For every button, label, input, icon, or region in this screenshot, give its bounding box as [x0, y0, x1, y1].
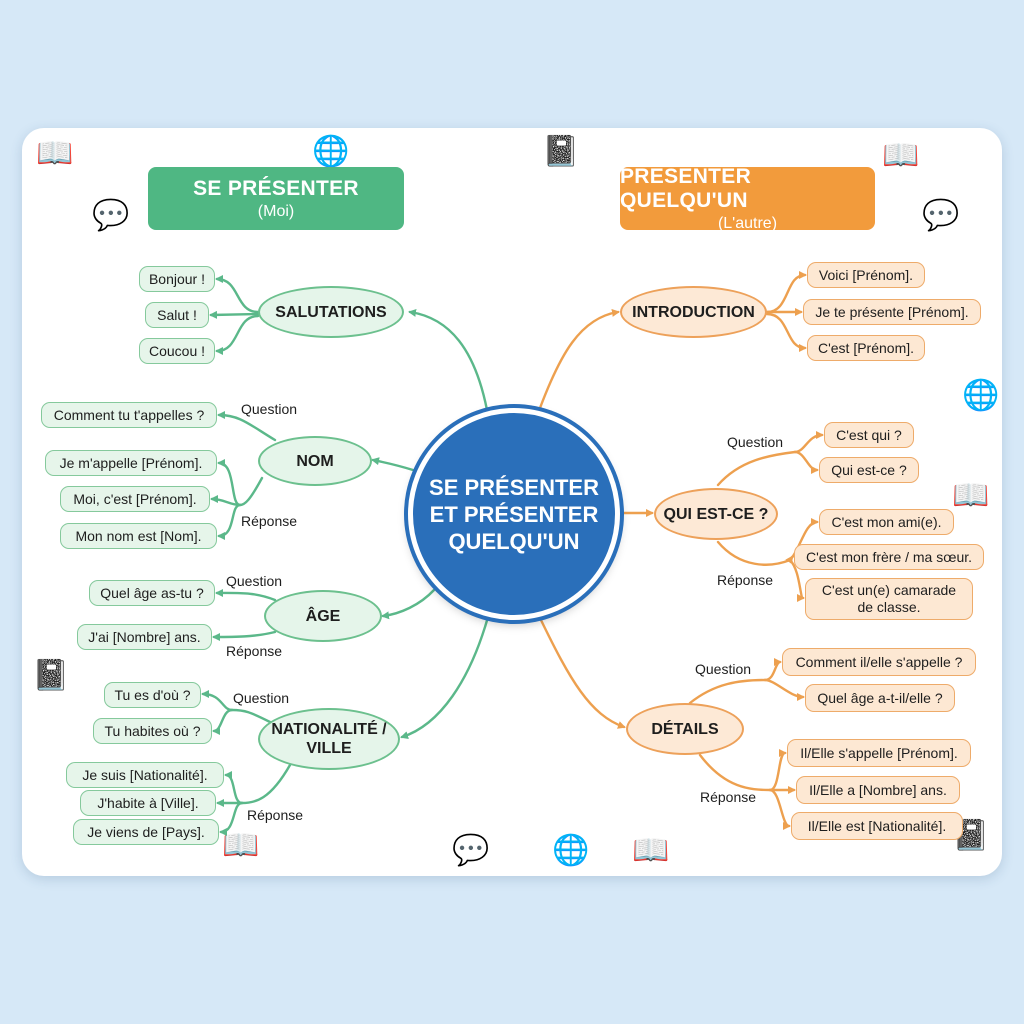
- speech-bubble-icon: 💬: [92, 199, 130, 232]
- nom-answer-label: Réponse: [241, 513, 298, 529]
- age-answer-label: Réponse: [226, 643, 283, 659]
- qui-question-label: Question: [727, 434, 784, 450]
- node-details: DÉTAILS: [626, 703, 744, 755]
- left-header: SE PRÉSENTER (Moi): [148, 167, 404, 230]
- center-node: SE PRÉSENTER ET PRÉSENTER QUELQU'UN: [408, 408, 620, 620]
- age-question-label: Question: [226, 573, 283, 589]
- qui-answer-label: Réponse: [717, 572, 774, 588]
- right-header-subtitle: (L'autre): [717, 214, 778, 232]
- notebook-icon: 📓: [32, 659, 70, 692]
- details-answer-item: Il/Elle s'appelle [Prénom].: [787, 739, 971, 767]
- nationalite-question-label: Question: [233, 690, 290, 706]
- link-center-age: [381, 588, 436, 620]
- node-qui-est-ce: QUI EST-CE ?: [654, 488, 778, 540]
- node-age: ÂGE: [264, 590, 382, 642]
- right-header-title: PRÉSENTER QUELQU'UN: [620, 164, 752, 212]
- globe-icon: 🌐: [552, 834, 590, 867]
- node-nationalite-ville: NATIONALITÉ / VILLE: [258, 708, 400, 770]
- details-question-label: Question: [695, 661, 752, 677]
- introduction-item: C'est [Prénom].: [807, 335, 925, 361]
- nationalite-label-line-1: NATIONALITÉ /: [271, 721, 387, 738]
- details-question-item: Comment il/elle s'appelle ?: [782, 648, 976, 676]
- link-center-details: [538, 616, 626, 729]
- link-center-nationalite: [400, 615, 490, 740]
- nom-question-label: Question: [241, 401, 298, 417]
- nationalite-answer-item: J'habite à [Ville].: [80, 790, 216, 816]
- nom-answer-item: Je m'appelle [Prénom].: [45, 450, 217, 476]
- salutation-item: Coucou !: [139, 338, 215, 364]
- nationalite-label-line-2: VILLE: [306, 740, 352, 757]
- nationalite-question-item: Tu es d'où ?: [104, 682, 201, 708]
- speech-bubble-icon: 💬: [922, 199, 960, 232]
- salutation-item: Bonjour !: [139, 266, 215, 292]
- nationalite-answer-item: Je viens de [Pays].: [73, 819, 219, 845]
- node-salutations: SALUTATIONS: [258, 286, 404, 338]
- globe-icon: 🌐: [962, 379, 1000, 412]
- details-answer-item: Il/Elle est [Nationalité].: [791, 812, 963, 840]
- book-icon: 📖: [222, 829, 260, 862]
- right-header: PRÉSENTER QUELQU'UN (L'autre): [620, 164, 875, 232]
- center-line-1: SE PRÉSENTER: [429, 474, 599, 500]
- qui-answer-line-2: de classe.: [857, 599, 921, 615]
- nom-answer-item: Moi, c'est [Prénom].: [60, 486, 210, 512]
- nom-question-item: Comment tu t'appelles ?: [41, 402, 217, 428]
- qui-answer-item: C'est mon frère / ma sœur.: [794, 544, 984, 570]
- notebook-icon: 📓: [542, 135, 580, 168]
- book-icon: 📖: [882, 139, 920, 172]
- nationalite-answer-label: Réponse: [247, 807, 304, 823]
- qui-question-item: Qui est-ce ?: [819, 457, 919, 483]
- details-answer-label: Réponse: [700, 789, 757, 805]
- globe-icon: 🌐: [312, 135, 350, 168]
- introduction-item: Je te présente [Prénom].: [803, 299, 981, 325]
- nationalite-answer-item: Je suis [Nationalité].: [66, 762, 224, 788]
- center-line-3: QUELQU'UN: [448, 528, 580, 554]
- node-nom: NOM: [258, 436, 372, 486]
- link-center-salutations: [408, 308, 489, 412]
- book-icon: 📖: [632, 834, 670, 867]
- details-question-item: Quel âge a-t-il/elle ?: [805, 684, 955, 712]
- age-answer-item: J'ai [Nombre] ans.: [77, 624, 212, 650]
- nom-answer-item: Mon nom est [Nom].: [60, 523, 217, 549]
- left-header-title: SE PRÉSENTER: [193, 176, 359, 200]
- qui-question-item: C'est qui ?: [824, 422, 914, 448]
- introduction-item: Voici [Prénom].: [807, 262, 925, 288]
- age-question-item: Quel âge as-tu ?: [89, 580, 215, 606]
- book-icon: 📖: [952, 479, 990, 512]
- qui-answer-line-1: C'est un(e) camarade: [821, 582, 957, 598]
- link-center-introduction: [538, 308, 620, 410]
- speech-bubble-icon: 💬: [452, 834, 490, 867]
- left-header-subtitle: (Moi): [257, 202, 295, 220]
- center-line-2: ET PRÉSENTER: [429, 501, 599, 527]
- qui-answer-item-multiline: C'est un(e) camarade de classe.: [805, 578, 973, 620]
- node-introduction: INTRODUCTION: [620, 286, 767, 338]
- salutation-item: Salut !: [145, 302, 209, 328]
- qui-answer-item: C'est mon ami(e).: [819, 509, 954, 535]
- link-center-nom: [371, 457, 415, 472]
- details-answer-item: Il/Elle a [Nombre] ans.: [796, 776, 960, 804]
- nationalite-question-item: Tu habites où ?: [93, 718, 212, 744]
- book-icon: 📖: [36, 137, 74, 170]
